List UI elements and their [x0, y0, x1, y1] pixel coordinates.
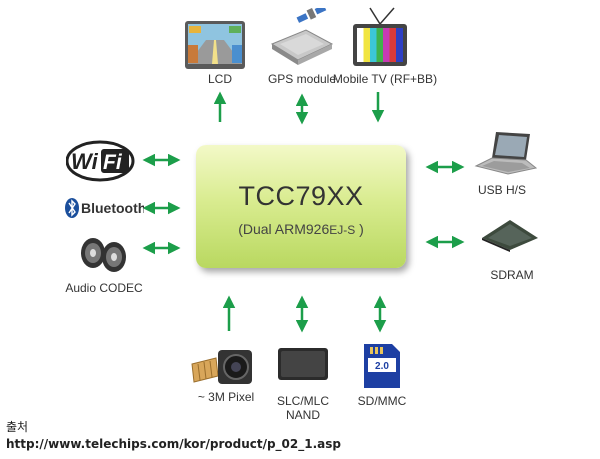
- svg-text:Bluetooth: Bluetooth: [81, 200, 144, 216]
- laptop-icon: [474, 132, 538, 175]
- tcc79xx-chip-block: TCC79XX (Dual ARM926EJ-S ): [196, 145, 406, 268]
- usb-label: USB H/S: [477, 183, 526, 197]
- chip-title: TCC79XX: [238, 181, 364, 211]
- sdram-label: SDRAM: [490, 268, 534, 282]
- lcd-label: LCD: [207, 72, 232, 86]
- mobile-tv-label: Mobile TV (RF+BB): [332, 72, 438, 86]
- gps-module-icon: [270, 8, 334, 65]
- nand-flash-icon: [278, 348, 328, 380]
- chip-subtitle-ejs: EJ-S: [329, 223, 356, 237]
- chip-subtitle-main: (Dual ARM926: [238, 221, 330, 237]
- chip-subtitle-end: ): [355, 221, 364, 237]
- speaker-icon: [81, 238, 126, 272]
- camera-label: ~ 3M Pixel: [197, 390, 255, 404]
- sdmmc-label: SD/MMC: [357, 394, 407, 408]
- nand-label-line2: NAND: [285, 408, 320, 422]
- source-url[interactable]: http://www.telechips.com/kor/product/p_0…: [6, 437, 341, 451]
- bluetooth-logo-icon: Bluetooth: [65, 198, 144, 218]
- source-label: 출처: [6, 420, 29, 434]
- sd-card-icon: 2.0: [364, 344, 400, 388]
- sdram-module-icon: [482, 220, 538, 252]
- svg-text:Wi: Wi: [71, 149, 99, 174]
- gps-module-label: GPS module: [267, 72, 337, 86]
- chip-subtitle: (Dual ARM926EJ-S ): [196, 221, 406, 237]
- wifi-logo-icon: Wi Fi: [66, 140, 135, 182]
- nand-label-line1: SLC/MLC: [276, 394, 329, 408]
- lcd-navigation-icon: [185, 21, 245, 69]
- camera-module-icon: [191, 350, 252, 384]
- mobile-tv-icon: [353, 7, 407, 66]
- audio-codec-label: Audio CODEC: [65, 281, 143, 295]
- sd-card-capacity: 2.0: [375, 361, 389, 372]
- svg-text:Fi: Fi: [103, 151, 123, 174]
